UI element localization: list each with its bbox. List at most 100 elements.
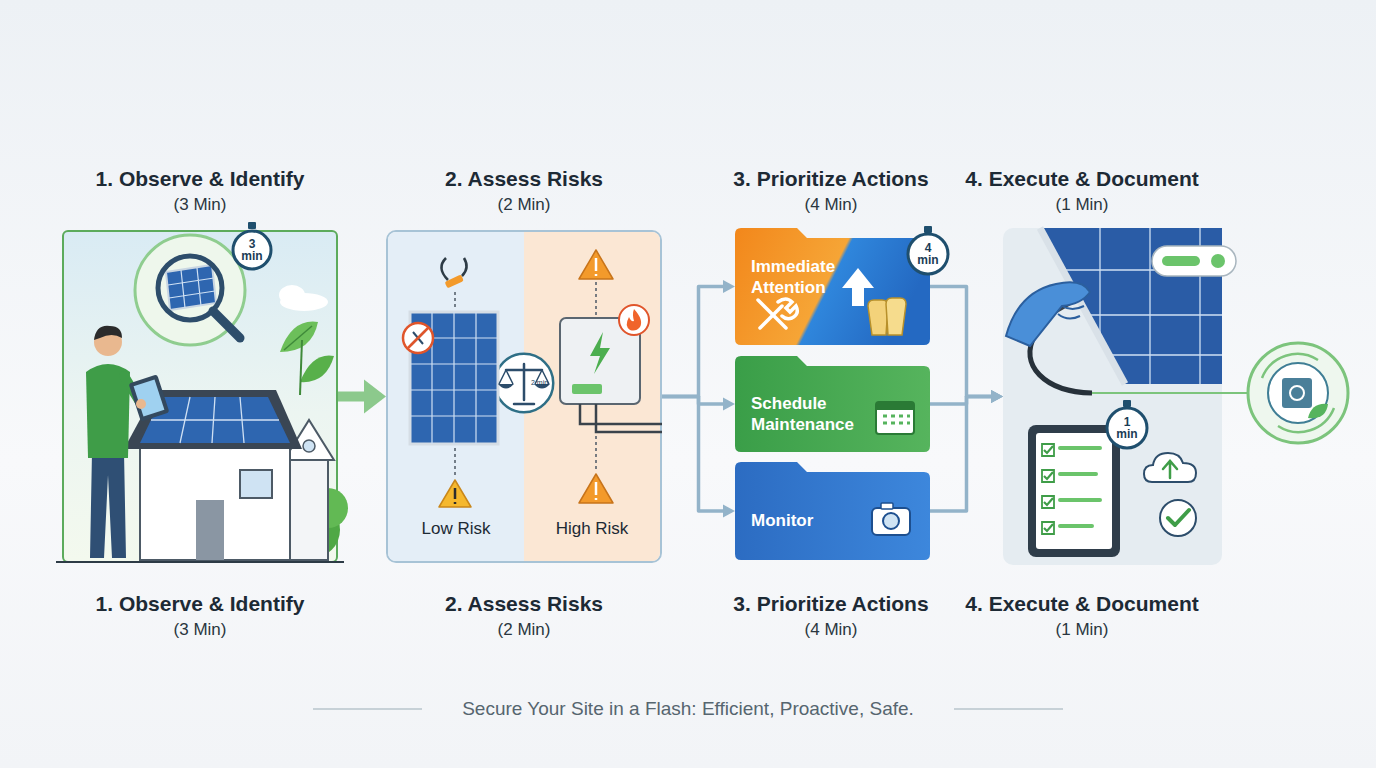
warning-mark (595, 258, 598, 276)
fault-icon-mark (411, 331, 425, 345)
node-label: High Risk (524, 518, 660, 540)
circle-shape (1107, 408, 1147, 448)
status-dot (1211, 254, 1225, 268)
node-label: Immediate Attention (751, 256, 871, 298)
cable (1030, 335, 1092, 393)
node-label: Monitor (751, 510, 871, 531)
warning-triangle (579, 474, 613, 503)
warning-mark (595, 482, 598, 500)
person-head (94, 328, 122, 356)
stopwatch-crown (1123, 400, 1131, 407)
person-shirt (86, 364, 130, 458)
folder-shape (735, 356, 930, 452)
tablet-screen (134, 379, 165, 416)
caption: Secure Your Site in a Flash: Efficient, … (0, 697, 1376, 721)
checklist-lines (1060, 448, 1100, 526)
step-heading: 3. Prioritize Actions (671, 166, 991, 192)
status-pill (1152, 246, 1236, 276)
circle-shape (908, 234, 948, 274)
roof-solar-array (140, 397, 290, 443)
leader-line (454, 448, 456, 478)
camera-top (881, 503, 893, 509)
check-marks (1044, 446, 1053, 531)
panel-grid (410, 312, 498, 444)
folder-shape (735, 228, 930, 345)
execute-illustration (1006, 228, 1248, 557)
node-label: Low Risk (388, 518, 524, 540)
step-panel: 1. Observe & Identify(3 Min)1. Observe &… (62, 230, 338, 563)
bush (284, 502, 340, 558)
step-panel: 4. Execute & Document(1 Min)4. Execute &… (1003, 228, 1222, 565)
tablet (1028, 425, 1120, 557)
connector-line (662, 397, 727, 405)
cloud (280, 293, 328, 311)
connector-line (662, 287, 727, 397)
glove-fingers (1058, 306, 1084, 319)
flame (627, 309, 641, 331)
house-door (196, 500, 224, 560)
warning-mark (454, 488, 457, 504)
step-duration: (2 Min) (364, 619, 684, 641)
screwdriver-icon (758, 300, 786, 328)
up-arrow (842, 268, 874, 306)
circle-shape (233, 231, 271, 269)
timer-text: 4 min (915, 242, 941, 266)
secure-inner (1268, 363, 1328, 423)
round-window (303, 440, 315, 452)
arrow-head (723, 280, 735, 293)
priority-folder: Monitor (735, 462, 930, 560)
arrow-head (723, 505, 735, 518)
step-heading: 1. Observe & Identify (40, 591, 360, 617)
arrow-head (991, 390, 1003, 403)
flow-connector (338, 380, 386, 414)
check-mark (1168, 510, 1189, 525)
flow-connector (930, 287, 1003, 404)
glove-icon (868, 300, 888, 335)
connector-line (662, 397, 727, 512)
inverter (560, 318, 640, 404)
cycle-arrows (1262, 354, 1334, 432)
bush (308, 488, 348, 528)
flow-connector (662, 397, 735, 518)
priority-icons (758, 226, 932, 535)
connector-line (930, 397, 995, 512)
arrow-head (723, 398, 735, 411)
fault-slash (408, 328, 428, 348)
connector-line (338, 392, 371, 402)
solar-panel-icon (166, 265, 216, 310)
caption-rule (313, 708, 422, 710)
calendar-grid (883, 416, 910, 423)
house-roof (124, 390, 302, 449)
arrow-head (364, 380, 386, 414)
person-hand (136, 399, 146, 409)
timer-badge: 4 min (906, 232, 950, 276)
flow-connector (930, 390, 1003, 404)
step-duration: (4 Min) (671, 619, 991, 641)
step-duration: (4 Min) (671, 194, 991, 216)
connector-line (930, 287, 995, 397)
magnifier-halo (135, 235, 245, 345)
step-heading: 4. Execute & Document (922, 591, 1242, 617)
step-duration: (1 Min) (922, 619, 1242, 641)
observe-illustration (56, 222, 348, 562)
scales-icon (506, 364, 542, 404)
secure-ring (1248, 343, 1348, 443)
cloud (279, 285, 305, 305)
folder-shape (735, 462, 930, 560)
scales-pans (498, 384, 550, 389)
scales-strings (499, 370, 549, 384)
fire-icon (619, 305, 649, 335)
leaf-vein (284, 326, 312, 350)
wrench-icon (760, 299, 797, 328)
inverter-display (572, 384, 602, 394)
solar-panel (410, 312, 498, 444)
leader-line (595, 282, 597, 316)
panel-frame (1040, 228, 1125, 384)
timer-badge: 1 min (1105, 406, 1149, 450)
leaf (300, 356, 334, 383)
gloved-hand (1006, 282, 1090, 346)
plant-stem (300, 340, 302, 395)
